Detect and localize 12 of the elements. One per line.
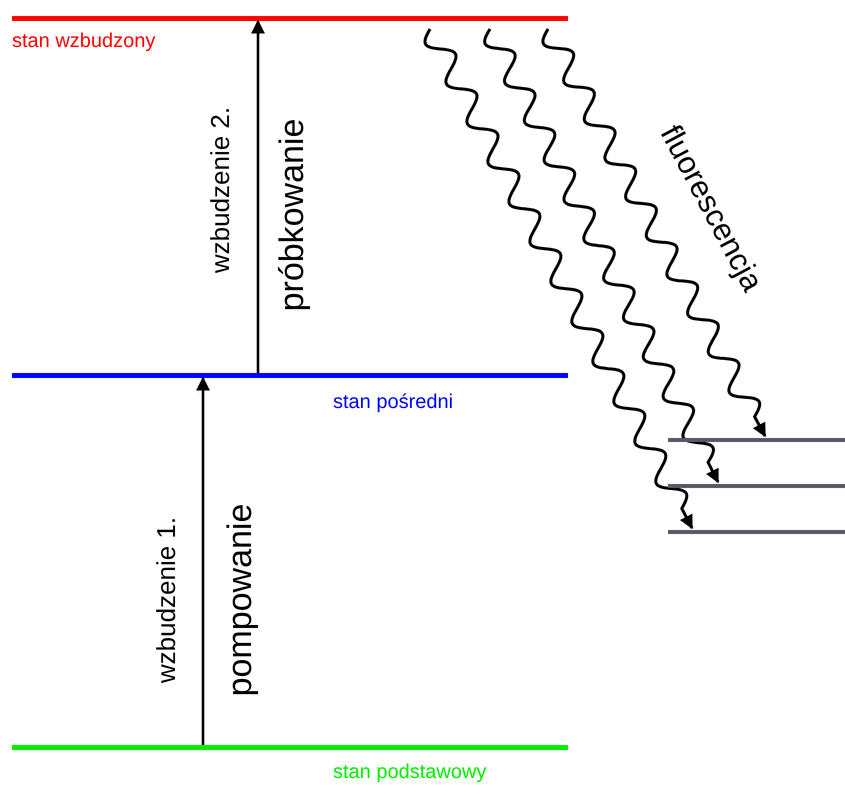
text-label: wzbudzenie 2. — [207, 106, 233, 274]
wavy-arrow — [483, 28, 720, 484]
level-label: stan podstawowy — [333, 762, 486, 782]
level-label: stan pośredni — [333, 392, 454, 412]
text-label: wzbudzenie 1. — [153, 516, 179, 684]
arrow — [196, 376, 210, 745]
wavy-arrow — [541, 28, 766, 438]
edge-label: pompowanie — [223, 504, 257, 696]
wavy-arrow — [424, 28, 694, 530]
edge-label: próbkowanie — [275, 118, 309, 312]
level-label: stan wzbudzony — [12, 31, 156, 51]
arrow — [251, 20, 265, 373]
